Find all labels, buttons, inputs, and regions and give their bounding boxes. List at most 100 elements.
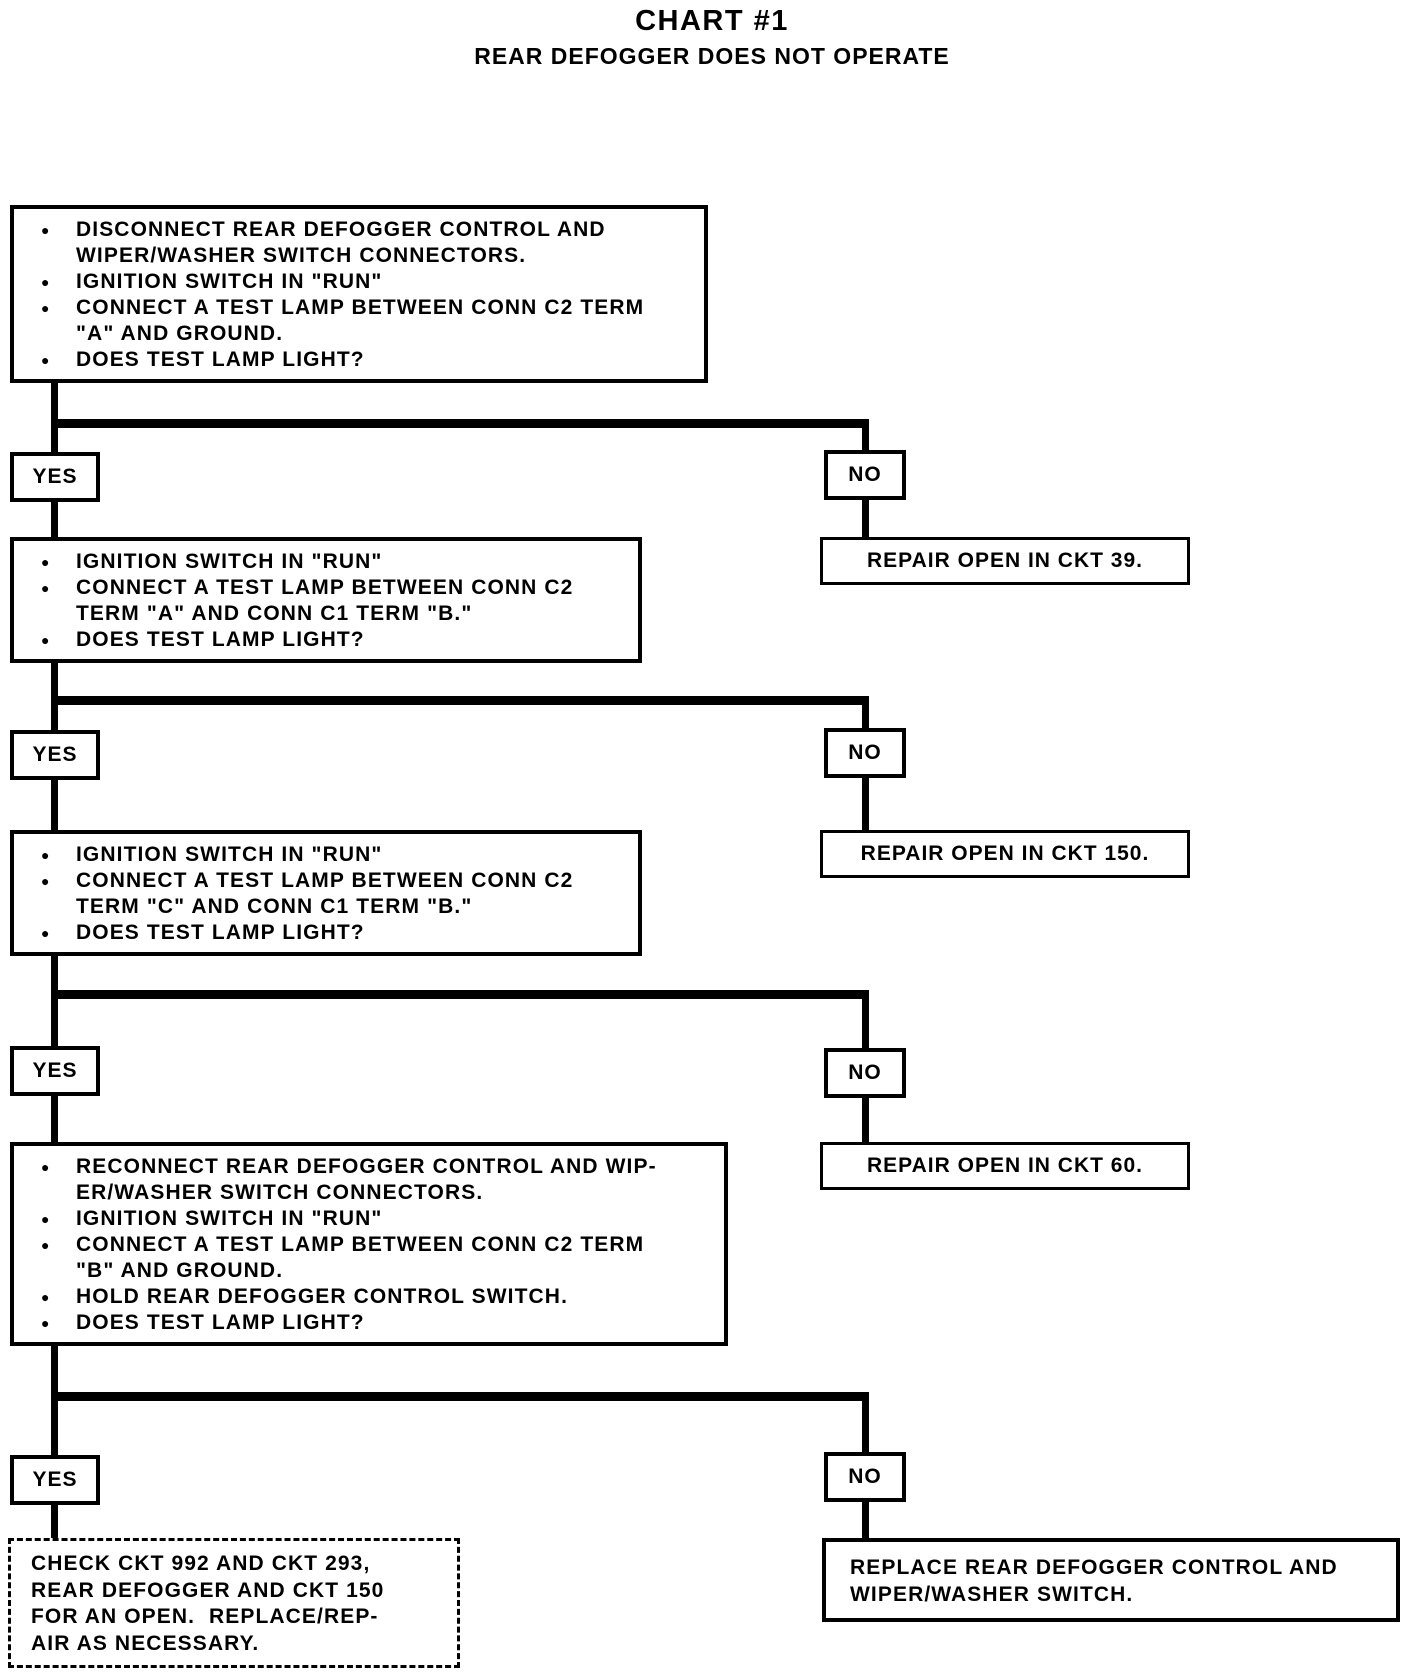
connector-vertical <box>51 383 58 452</box>
connector-horizontal <box>51 696 869 705</box>
outcome-text-line: CHECK CKT 992 AND CKT 293, <box>31 1552 371 1575</box>
yes-box-2: YES <box>10 730 100 780</box>
chart-title: CHART #1 <box>635 5 789 37</box>
step-text: ER/WASHER SWITCH CONNECTORS. <box>76 1181 484 1204</box>
bullet-icon: ● <box>41 352 51 368</box>
step-text: DOES TEST LAMP LIGHT? <box>76 1311 365 1334</box>
outcome-text: REPAIR OPEN IN CKT 39. <box>867 549 1143 572</box>
bullet-icon: ● <box>41 554 51 570</box>
bullet-icon: ● <box>41 300 51 316</box>
step-text: DOES TEST LAMP LIGHT? <box>76 921 365 944</box>
yes-label: YES <box>32 743 78 766</box>
bullet-line: ● CONNECT A TEST LAMP BETWEEN CONN C2 TER… <box>14 1232 718 1258</box>
yes-label: YES <box>32 1059 78 1082</box>
yes-box-3: YES <box>10 1046 100 1096</box>
step-text: IGNITION SWITCH IN "RUN" <box>76 843 383 866</box>
bullet-icon: ● <box>41 1289 51 1305</box>
bullet-line-continuation: WIPER/WASHER SWITCH CONNECTORS. <box>14 243 698 269</box>
bullet-line-continuation: TERM "C" AND CONN C1 TERM "B." <box>14 894 632 920</box>
step-text: CONNECT A TEST LAMP BETWEEN CONN C2 <box>76 576 574 599</box>
step-text: DOES TEST LAMP LIGHT? <box>76 628 365 651</box>
no-label: NO <box>848 1061 882 1084</box>
connector-vertical <box>862 778 869 830</box>
connector-vertical <box>51 502 58 537</box>
bullet-icon: ● <box>41 580 51 596</box>
connector-vertical <box>862 1098 869 1142</box>
yes-box-1: YES <box>10 452 100 502</box>
bullet-line: ● DISCONNECT REAR DEFOGGER CONTROL AND <box>14 217 698 243</box>
bullet-line-continuation: TERM "A" AND CONN C1 TERM "B." <box>14 601 632 627</box>
step-text: IGNITION SWITCH IN "RUN" <box>76 1207 383 1230</box>
step-box-2: ● IGNITION SWITCH IN "RUN" ● CONNECT A TES… <box>10 537 642 663</box>
bullet-line: ● IGNITION SWITCH IN "RUN" <box>14 1206 718 1232</box>
connector-vertical <box>862 1502 869 1538</box>
bullet-line: ●RECONNECT REAR DEFOGGER CONTROL AND WIP… <box>14 1154 718 1180</box>
bullet-line: ● DOES TEST LAMP LIGHT? <box>14 347 698 373</box>
outcome-check-circuits: CHECK CKT 992 AND CKT 293, REAR DEFOGGER… <box>8 1538 460 1668</box>
connector-vertical <box>862 500 869 537</box>
bullet-line: ● CONNECT A TEST LAMP BETWEEN CONN C2 <box>14 575 632 601</box>
outcome-repair-ckt-150: REPAIR OPEN IN CKT 150. <box>820 830 1190 878</box>
step-text: DOES TEST LAMP LIGHT? <box>76 348 365 371</box>
yes-box-4: YES <box>10 1455 100 1505</box>
step-text: CONNECT A TEST LAMP BETWEEN CONN C2 <box>76 869 574 892</box>
bullet-icon: ● <box>41 222 51 238</box>
connector-horizontal <box>51 419 869 428</box>
bullet-icon: ● <box>41 1211 51 1227</box>
outcome-text-line: WIPER/WASHER SWITCH. <box>850 1583 1134 1606</box>
connector-vertical <box>51 1505 58 1538</box>
bullet-line: ● DOES TEST LAMP LIGHT? <box>14 627 632 653</box>
step-text: CONNECT A TEST LAMP BETWEEN CONN C2 TERM <box>76 296 645 319</box>
step-box-3: ● IGNITION SWITCH IN "RUN" ● CONNECT A TES… <box>10 830 642 956</box>
bullet-line: ● IGNITION SWITCH IN "RUN" <box>14 549 632 575</box>
step-text: IGNITION SWITCH IN "RUN" <box>76 550 383 573</box>
step-text: RECONNECT REAR DEFOGGER CONTROL AND WIP- <box>76 1155 657 1178</box>
connector-vertical <box>862 428 869 450</box>
bullet-icon: ● <box>41 632 51 648</box>
step-text: CONNECT A TEST LAMP BETWEEN CONN C2 TERM <box>76 1233 645 1256</box>
bullet-icon: ● <box>41 1315 51 1331</box>
no-label: NO <box>848 1465 882 1488</box>
connector-vertical <box>51 1096 58 1142</box>
bullet-icon: ● <box>41 1237 51 1253</box>
outcome-text: REPAIR OPEN IN CKT 150. <box>860 842 1150 865</box>
bullet-icon: ● <box>41 873 51 889</box>
step-text: TERM "A" AND CONN C1 TERM "B." <box>76 602 473 625</box>
outcome-text-line: FOR AN OPEN. REPLACE/REP- <box>31 1605 379 1628</box>
bullet-line: ●IGNITION SWITCH IN "RUN" <box>14 269 698 295</box>
connector-vertical <box>862 705 869 728</box>
step-box-4: ● RECONNECT REAR DEFOGGER CONTROL AND WIP… <box>10 1142 728 1346</box>
step-text: WIPER/WASHER SWITCH CONNECTORS. <box>76 244 527 267</box>
bullet-line: ● CONNECT A TEST LAMP BETWEEN CONN C2 TER… <box>14 295 698 321</box>
step-text: DISCONNECT REAR DEFOGGER CONTROL AND <box>76 218 606 241</box>
bullet-line: ● DOES TEST LAMP LIGHT? <box>14 1310 718 1336</box>
bullet-line: ● IGNITION SWITCH IN "RUN" <box>14 842 632 868</box>
no-label: NO <box>848 463 882 486</box>
outcome-repair-ckt-60: REPAIR OPEN IN CKT 60. <box>820 1142 1190 1190</box>
bullet-line: ● CONNECT A TEST LAMP BETWEEN CONN C2 <box>14 868 632 894</box>
step-text: "B" AND GROUND. <box>76 1259 284 1282</box>
no-box-1: NO <box>824 450 906 500</box>
bullet-icon: ● <box>41 847 51 863</box>
connector-vertical <box>51 780 58 830</box>
step-text: "A" AND GROUND. <box>76 322 284 345</box>
chart-subtitle: REAR DEFOGGER DOES NOT OPERATE <box>474 43 950 69</box>
step-text: IGNITION SWITCH IN "RUN" <box>76 270 383 293</box>
step-text: HOLD REAR DEFOGGER CONTROL SWITCH. <box>76 1285 569 1308</box>
bullet-line: ● HOLD REAR DEFOGGER CONTROL SWITCH. <box>14 1284 718 1310</box>
connector-horizontal <box>51 990 869 999</box>
connector-horizontal <box>51 1392 869 1401</box>
no-label: NO <box>848 741 882 764</box>
connector-vertical <box>862 1401 869 1452</box>
bullet-line: ●DOES TEST LAMP LIGHT? <box>14 920 632 946</box>
bullet-line-continuation: "B" AND GROUND. <box>14 1258 718 1284</box>
connector-vertical <box>51 956 58 1046</box>
no-box-4: NO <box>824 1452 906 1502</box>
outcome-text: REPAIR OPEN IN CKT 60. <box>867 1154 1143 1177</box>
step-box-1: ● DISCONNECT REAR DEFOGGER CONTROL AND WI… <box>10 205 708 383</box>
outcome-text-line: REAR DEFOGGER AND CKT 150 <box>31 1578 385 1602</box>
yes-label: YES <box>32 1468 78 1491</box>
connector-vertical <box>862 999 869 1048</box>
outcome-text-line: AIR AS NECESSARY. <box>31 1631 260 1655</box>
